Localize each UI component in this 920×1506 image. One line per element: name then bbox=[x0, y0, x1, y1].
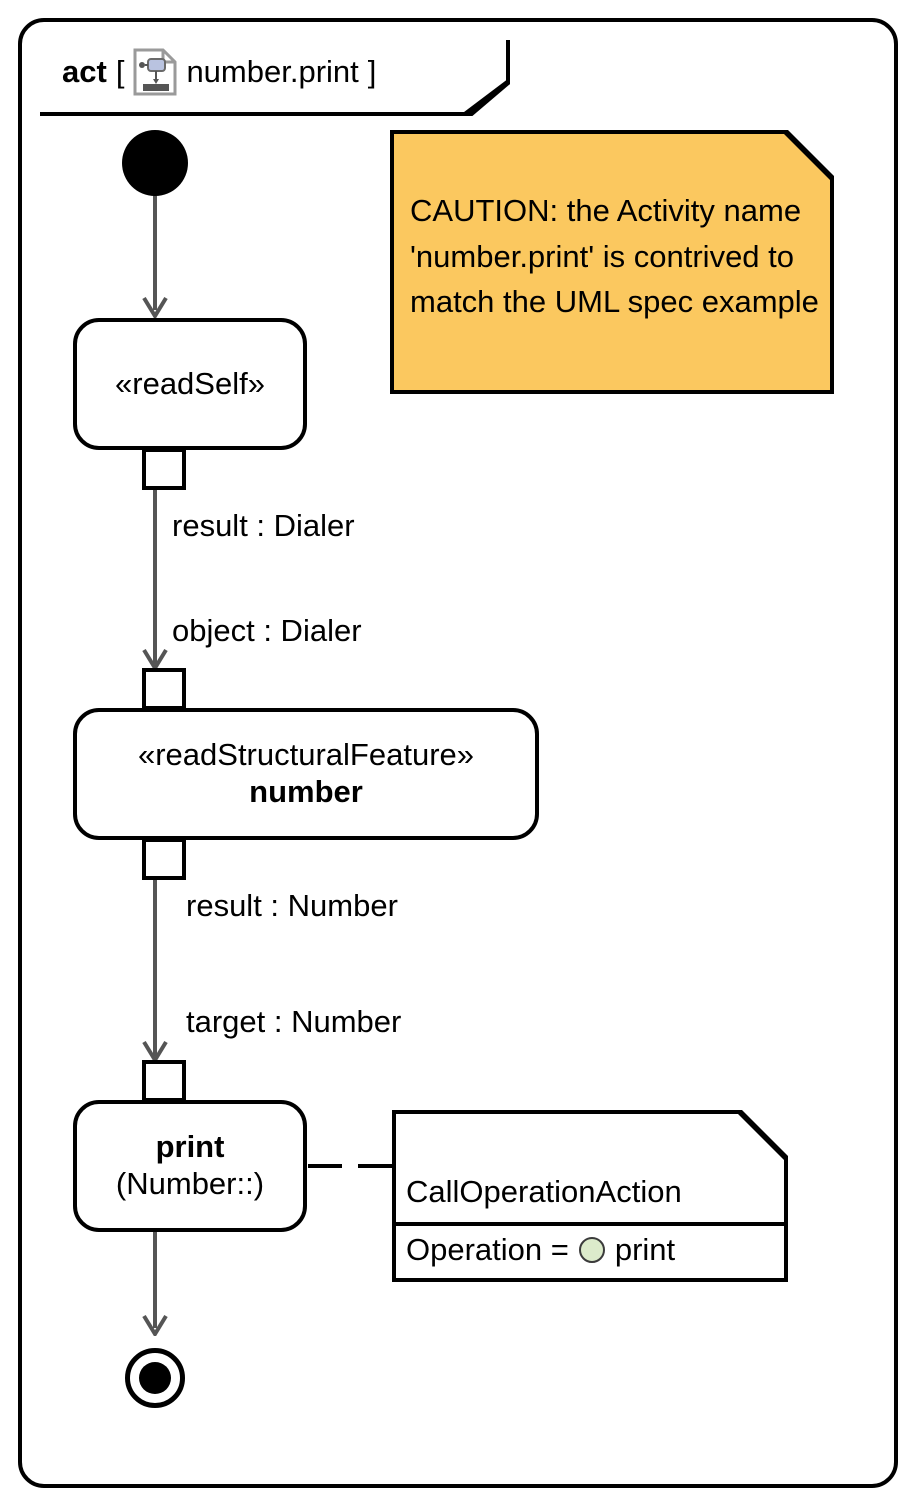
action-print-signature: (Number::) bbox=[115, 1166, 265, 1201]
action-print[interactable]: print (Number::) bbox=[73, 1100, 307, 1232]
input-pin-rsf bbox=[142, 668, 186, 710]
output-pin-rsf bbox=[142, 838, 186, 880]
frame-name: number.print bbox=[186, 54, 359, 89]
edge-print-to-final bbox=[153, 1230, 157, 1328]
edge-label-result-number: result : Number bbox=[186, 888, 398, 923]
frame-bracket-close: ] bbox=[367, 54, 377, 89]
action-rsf-name: number bbox=[249, 774, 363, 809]
caution-note-fill bbox=[394, 134, 830, 390]
note-fold-icon bbox=[784, 130, 834, 180]
initial-node bbox=[122, 130, 188, 196]
frame-header-label: act [ number.print ] bbox=[62, 48, 376, 96]
frame-header-tab: act [ number.print ] bbox=[40, 40, 510, 116]
note-fold-icon bbox=[738, 1110, 788, 1160]
caution-note: CAUTION: the Activity name 'number.print… bbox=[390, 130, 834, 394]
action-read-structural-feature[interactable]: «readStructuralFeature» number bbox=[73, 708, 539, 840]
action-read-self-stereotype: «readSelf» bbox=[115, 365, 265, 401]
action-rsf-stereotype: «readStructuralFeature» bbox=[137, 737, 475, 773]
activity-final-node bbox=[125, 1348, 185, 1408]
activity-document-icon bbox=[133, 48, 177, 96]
arrowhead-rsf bbox=[142, 648, 168, 670]
action-read-self[interactable]: «readSelf» bbox=[73, 318, 307, 450]
output-pin-read-self bbox=[142, 448, 186, 490]
input-pin-print bbox=[142, 1060, 186, 1102]
caution-note-text: CAUTION: the Activity name 'number.print… bbox=[410, 193, 819, 320]
call-operation-note-divider bbox=[392, 1222, 788, 1226]
call-operation-note-title: CallOperationAction bbox=[406, 1174, 682, 1209]
action-print-name: print bbox=[155, 1129, 225, 1165]
arrowhead-readself bbox=[142, 296, 168, 318]
note-link-segment-2 bbox=[358, 1164, 394, 1168]
frame-header-inner bbox=[40, 40, 506, 112]
edge-label-target-number: target : Number bbox=[186, 1004, 402, 1039]
note-link-segment-1 bbox=[308, 1164, 342, 1168]
call-operation-property-label: Operation = bbox=[406, 1232, 569, 1267]
operation-dot-icon bbox=[578, 1237, 605, 1263]
edge-label-result-dialer: result : Dialer bbox=[172, 508, 355, 543]
edge-initial-to-readself bbox=[153, 192, 157, 310]
frame-keyword: act bbox=[62, 54, 107, 89]
call-operation-property-row: Operation = print bbox=[406, 1232, 675, 1268]
call-operation-property-value: print bbox=[614, 1232, 676, 1267]
edge-rsf-to-print bbox=[153, 878, 157, 1056]
arrowhead-print bbox=[142, 1040, 168, 1062]
edge-readself-to-rsf bbox=[153, 488, 157, 664]
call-operation-note: CallOperationAction Operation = print bbox=[392, 1110, 788, 1282]
frame-bracket-open: [ bbox=[115, 54, 125, 89]
edge-label-object-dialer: object : Dialer bbox=[172, 613, 362, 648]
arrowhead-final bbox=[142, 1314, 168, 1336]
